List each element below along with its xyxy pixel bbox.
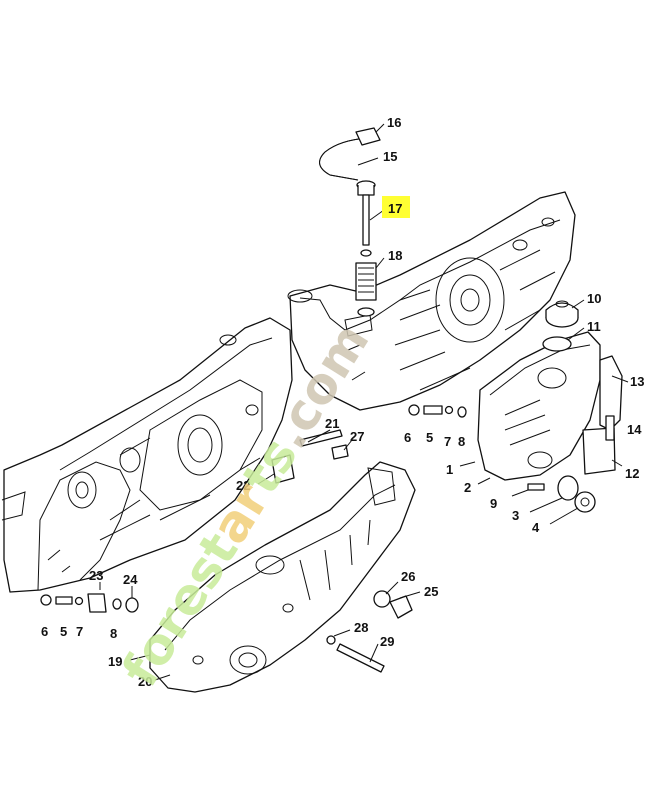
seal-26	[373, 590, 391, 608]
callout-26[interactable]: 26	[401, 569, 415, 584]
callout-18[interactable]: 18	[388, 248, 402, 263]
part-17-highlight	[382, 196, 410, 218]
callout-24[interactable]: 24	[123, 572, 138, 587]
callout-12[interactable]: 12	[625, 466, 639, 481]
callout-11[interactable]: 11	[587, 319, 601, 334]
right-crankcase-half	[287, 191, 576, 411]
callout-1[interactable]: 1	[446, 462, 453, 477]
callout-19[interactable]: 19	[108, 654, 122, 669]
callout-7-upper[interactable]: 7	[444, 434, 451, 449]
callout-25[interactable]: 25	[424, 584, 438, 599]
washer-4	[574, 491, 596, 513]
plug-25	[389, 595, 413, 619]
pin-21	[299, 429, 343, 447]
o-ring	[542, 336, 572, 352]
washer-28	[326, 635, 336, 645]
leader-lines	[99, 123, 629, 681]
callout-21[interactable]: 21	[325, 416, 339, 431]
callout-23[interactable]: 23	[89, 568, 103, 583]
callout-9[interactable]: 9	[490, 496, 497, 511]
filler-cap	[545, 300, 579, 328]
callout-28[interactable]: 28	[354, 620, 368, 635]
callout-2[interactable]: 2	[464, 480, 471, 495]
bolt-14	[605, 415, 615, 441]
bushing-22	[271, 454, 295, 484]
seal-3	[557, 475, 579, 501]
callout-17[interactable]: 17	[388, 201, 402, 216]
long-bolt-29	[336, 643, 385, 673]
callout-8-lower[interactable]: 8	[110, 626, 117, 641]
callout-8-upper[interactable]: 8	[458, 434, 465, 449]
callout-labels: 16 15 17 18 10 11 13 6 5 7 8 14 1 2 12 9…	[41, 115, 644, 689]
callout-3[interactable]: 3	[512, 508, 519, 523]
fuel-line-assembly	[319, 127, 381, 317]
callout-29[interactable]: 29	[380, 634, 394, 649]
right-side-cover	[477, 331, 601, 481]
callout-22[interactable]: 22	[236, 478, 250, 493]
left-crankcase-half	[1, 317, 293, 593]
callout-27[interactable]: 27	[350, 429, 364, 444]
callout-14[interactable]: 14	[627, 422, 642, 437]
callout-15[interactable]: 15	[383, 149, 397, 164]
screw-9	[527, 483, 545, 491]
callout-13[interactable]: 13	[630, 374, 644, 389]
fuel-pipe-17	[362, 194, 370, 246]
fastener-group-lower	[40, 593, 139, 613]
washer-24	[125, 597, 139, 613]
callout-10[interactable]: 10	[587, 291, 601, 306]
fuel-filter-18	[355, 262, 377, 301]
dowel-27	[331, 444, 349, 460]
callout-6-upper[interactable]: 6	[404, 430, 411, 445]
callout-16[interactable]: 16	[387, 115, 401, 130]
callout-5-upper[interactable]: 5	[426, 430, 433, 445]
fastener-group-upper	[408, 404, 467, 418]
callout-20[interactable]: 20	[138, 674, 152, 689]
callout-4[interactable]: 4	[532, 520, 540, 535]
left-side-cover	[149, 461, 416, 693]
plug-23	[87, 593, 107, 613]
callout-5-lower[interactable]: 5	[60, 624, 67, 639]
mounting-bracket	[599, 355, 623, 431]
callout-6-lower[interactable]: 6	[41, 624, 48, 639]
callout-7-lower[interactable]: 7	[76, 624, 83, 639]
